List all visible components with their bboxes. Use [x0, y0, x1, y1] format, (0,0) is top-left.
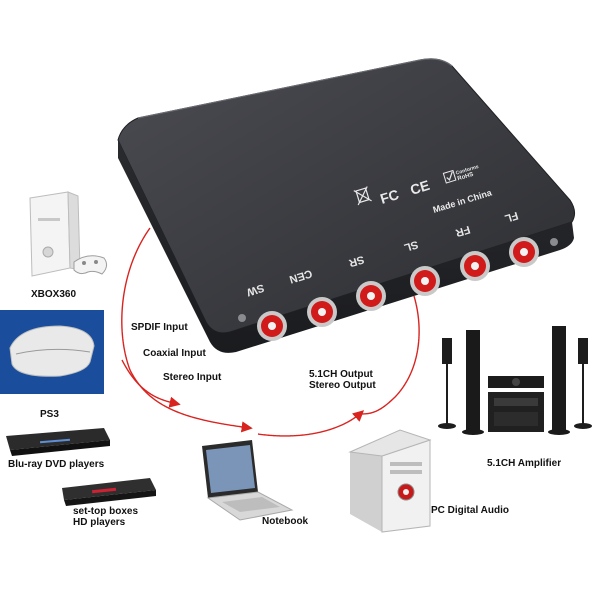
port-label-fr: FR: [454, 223, 472, 239]
speaker-center: [488, 376, 544, 388]
rca-jacks: [238, 237, 558, 341]
output-label-line1: 5.1CH Output: [309, 369, 373, 380]
speaker-satellite: [574, 338, 592, 429]
controller-icon: [73, 255, 108, 275]
fc-mark: FC: [378, 186, 401, 207]
input-arrow: [121, 227, 253, 433]
rca-jack-sr: [356, 281, 386, 311]
rohs-bottom-text: RoHS: [457, 172, 474, 183]
settop-box: [62, 478, 156, 506]
amplifier-label: 5.1CH Amplifier: [487, 458, 562, 469]
rca-jack-sw: [238, 311, 287, 341]
rca-jack-fr: [460, 251, 490, 281]
port-label-sw: SW: [244, 281, 265, 298]
rca-jack-sl: [410, 266, 440, 296]
speaker-tower: [462, 330, 484, 435]
pc-tower: [348, 429, 432, 533]
ps3-console: [0, 310, 104, 394]
coaxial-input-label: Coaxial Input: [143, 348, 206, 359]
output-arrow-loop: [359, 295, 420, 415]
speaker-tower: [548, 326, 570, 435]
signal-arrows: [121, 227, 420, 437]
converter-box: [117, 58, 576, 353]
speaker-satellite: [438, 338, 456, 429]
pc-audio-label: PC Digital Audio: [431, 505, 509, 516]
output-label: 5.1CH Output Stereo Output: [309, 369, 376, 391]
bluray-player: [6, 428, 110, 456]
stereo-input-label: Stereo Input: [163, 372, 222, 383]
bluray-label: Blu-ray DVD players: [8, 459, 105, 470]
settop-label-line1: set-top boxes: [73, 506, 139, 517]
rca-jack-cen: [307, 297, 337, 327]
port-label-fl: FL: [503, 209, 520, 224]
port-label-sr: SR: [347, 253, 365, 269]
rca-jack-fl: [509, 237, 558, 267]
ce-mark: CE: [408, 177, 431, 198]
spdif-input-label: SPDIF Input: [131, 322, 188, 333]
output-label-line2: Stereo Output: [309, 380, 376, 391]
port-label-sl: SL: [402, 238, 419, 254]
settop-label-line2: HD players: [73, 517, 126, 528]
input-arrow-branch: [121, 359, 181, 408]
notebook-computer: [202, 440, 294, 521]
xbox360-console: [29, 191, 108, 277]
output-arrow-to-pc: [257, 410, 365, 437]
settop-label: set-top boxes HD players: [73, 506, 138, 528]
ps3-label: PS3: [40, 409, 59, 420]
notebook-label: Notebook: [262, 516, 309, 527]
speaker-subwoofer: [488, 392, 544, 432]
speaker-system: [438, 326, 592, 435]
xbox360-label: XBOX360: [31, 289, 77, 300]
weee-bin-icon: [353, 186, 372, 206]
port-labels: SW CEN SR SL FR FL: [244, 209, 519, 298]
